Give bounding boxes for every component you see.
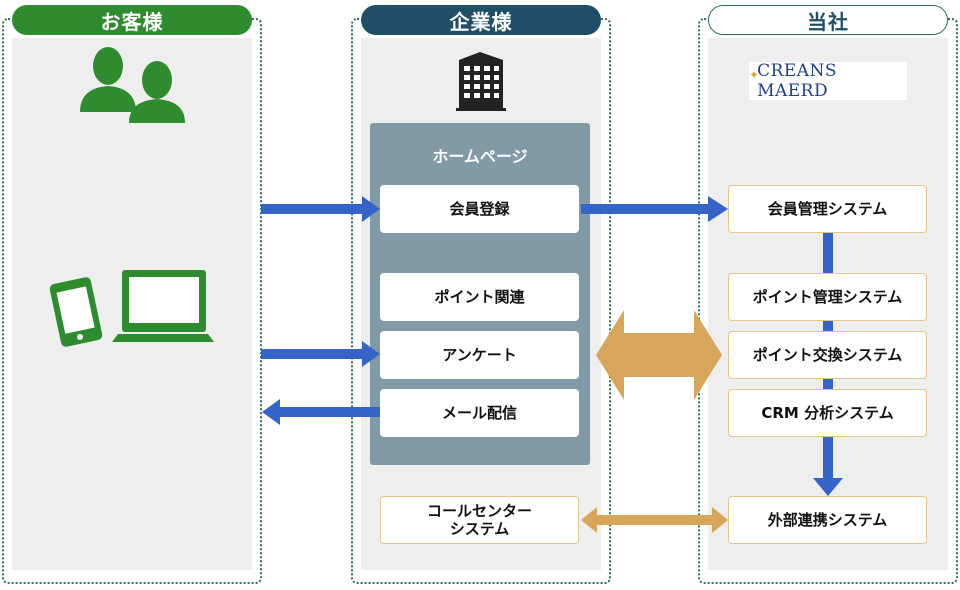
point-management-system-box[interactable]: ポイント管理システム bbox=[728, 273, 927, 321]
point-related-box[interactable]: ポイント関連 bbox=[380, 273, 579, 321]
mail-delivery-box[interactable]: メール配信 bbox=[380, 389, 579, 437]
crm-analysis-system-box[interactable]: CRM 分析システム bbox=[728, 389, 927, 437]
ourco-header: 当社 bbox=[708, 5, 948, 35]
survey-box[interactable]: アンケート bbox=[380, 331, 579, 379]
point-exchange-system-box[interactable]: ポイント交換システム bbox=[728, 331, 927, 379]
customer-column-fill bbox=[12, 38, 252, 570]
company-header: 企業様 bbox=[361, 5, 601, 35]
ourco-logo: ✦ CREANS MAERD bbox=[749, 61, 907, 101]
homepage-title: ホームページ bbox=[432, 147, 528, 166]
customer-header: お客様 bbox=[12, 5, 252, 35]
call-center-system-box[interactable]: コールセンター システム bbox=[380, 496, 579, 544]
call-center-line2: システム bbox=[449, 520, 510, 538]
member-management-system-box[interactable]: 会員管理システム bbox=[728, 185, 927, 233]
call-center-line1: コールセンター bbox=[426, 502, 532, 520]
logo-text: CREANS MAERD bbox=[757, 61, 838, 101]
member-registration-box[interactable]: 会員登録 bbox=[380, 185, 579, 233]
logo-star-icon: ✦ bbox=[749, 68, 760, 82]
external-integration-system-box[interactable]: 外部連携システム bbox=[728, 496, 927, 544]
